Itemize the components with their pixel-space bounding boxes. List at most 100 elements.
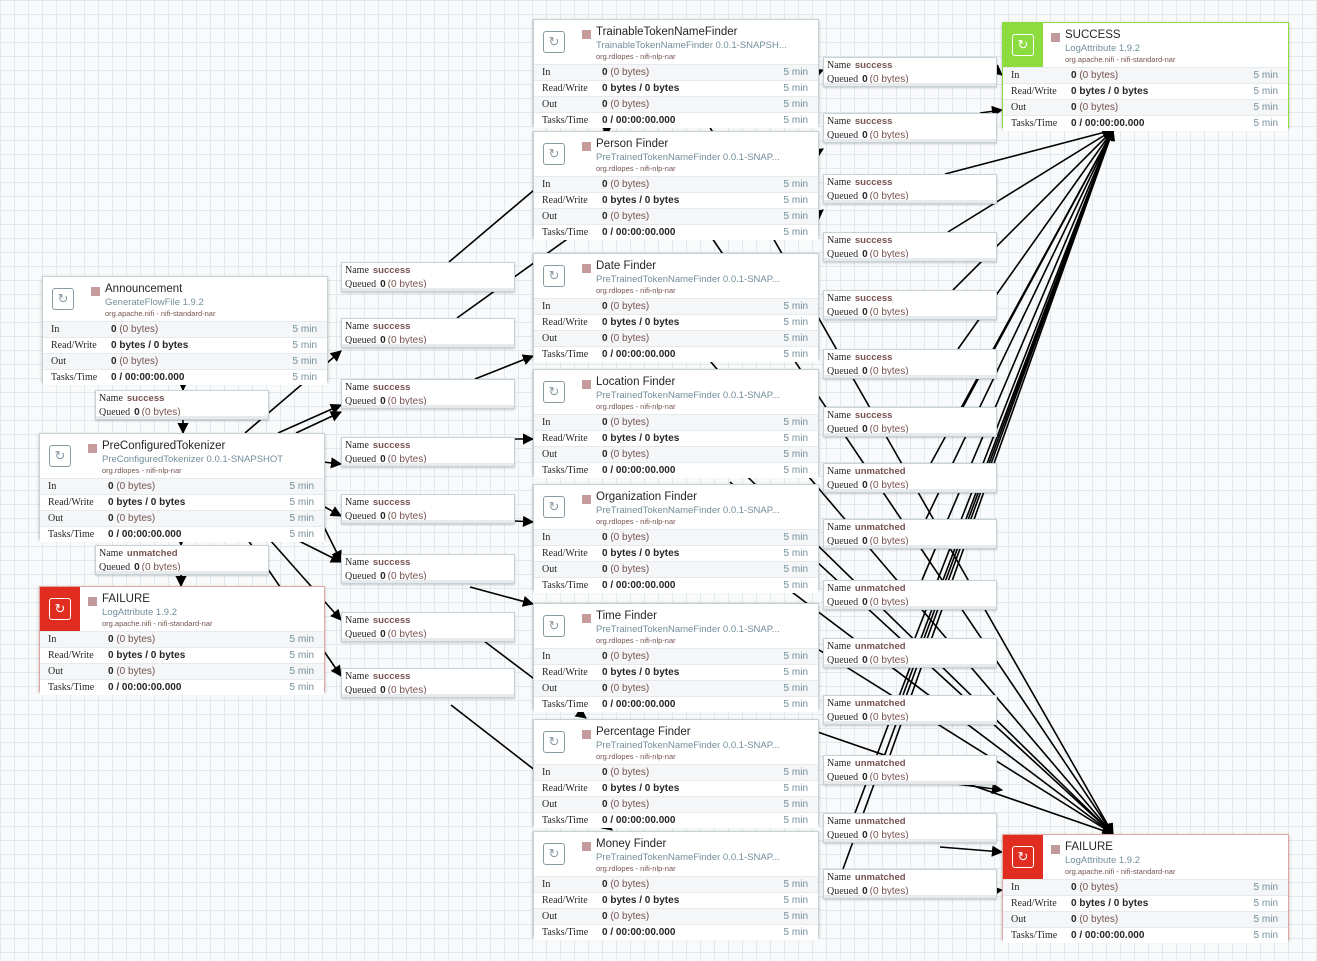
stats-out-window: 5 min — [289, 513, 314, 524]
stats-read-write-value: 0 bytes / 0 bytes — [1071, 86, 1148, 97]
processor-bundle: org.apache.nifi - nifi-standard-nar — [102, 619, 213, 628]
stats-read-write-value: 0 bytes / 0 bytes — [602, 433, 679, 444]
stats-tasks-time-value: 0 / 00:00:00.000 — [602, 927, 675, 938]
processor-type: TrainableTokenNameFinder 0.0.1-SNAPSH... — [596, 40, 787, 51]
stats-in-bytes: (0 bytes) — [119, 324, 159, 335]
stats-out-window: 5 min — [783, 564, 808, 575]
connection-name-label: Name — [827, 60, 851, 71]
refresh-icon: ↻ — [1012, 34, 1034, 56]
connection-queued-bytes: (0 bytes) — [387, 685, 427, 696]
stats-tasks-time-count: 0 / 00:00:00.000 — [602, 349, 676, 360]
queue-progress-bar — [824, 545, 996, 548]
stats-in-label: In — [542, 767, 551, 778]
connection-queued-label: Queued — [345, 396, 377, 407]
connection-name-label: Name — [827, 177, 851, 188]
stats-read-write-window: 5 min — [783, 783, 808, 794]
processor-name: TrainableTokenNameFinder — [596, 26, 738, 38]
stats-out-bytes: (0 bytes) — [119, 356, 159, 367]
stats-out-bytes: (0 bytes) — [610, 683, 650, 694]
processor-name: FAILURE — [1065, 841, 1113, 853]
stats-read-write-count: 0 bytes / 0 bytes — [111, 340, 189, 351]
processor-bundle: org.rdlopes - nifi-nlp-nar — [596, 286, 676, 295]
processor-icon: ↻ — [534, 370, 574, 414]
stats-out-window: 5 min — [783, 211, 808, 222]
stats-read-write-label: Read/Write — [542, 783, 588, 794]
stats-in-label: In — [542, 879, 551, 890]
connection-queued-bytes: (0 bytes) — [869, 886, 909, 897]
processor-bundle: org.rdlopes - nifi-nlp-nar — [596, 752, 676, 761]
stats-tasks-time-window: 5 min — [289, 529, 314, 540]
connection-relationship: unmatched — [126, 548, 178, 559]
stats-tasks-time-value: 0 / 00:00:00.000 — [602, 580, 675, 591]
refresh-icon: ↻ — [543, 496, 565, 518]
stats-tasks-time-window: 5 min — [292, 372, 317, 383]
processor-bundle: org.rdlopes - nifi-nlp-nar — [596, 864, 676, 873]
stats-out-value: 0 (0 bytes) — [602, 333, 649, 344]
connection-relationship: success — [372, 497, 411, 508]
stats-out-value: 0 (0 bytes) — [1071, 102, 1118, 113]
stats-out-label: Out — [51, 356, 66, 367]
connection-queued-label: Queued — [345, 511, 377, 522]
stats-read-write-label: Read/Write — [542, 83, 588, 94]
queue-progress-bar — [824, 83, 996, 86]
stats-out-count: 0 — [602, 564, 608, 575]
connection-name-label: Name — [345, 382, 369, 393]
stats-in-window: 5 min — [783, 651, 808, 662]
connection-relationship: success — [854, 177, 893, 188]
stats-read-write-label: Read/Write — [542, 195, 588, 206]
processor-icon: ↻ — [534, 604, 574, 648]
queue-progress-bar — [824, 433, 996, 436]
stats-in-label: In — [542, 67, 551, 78]
